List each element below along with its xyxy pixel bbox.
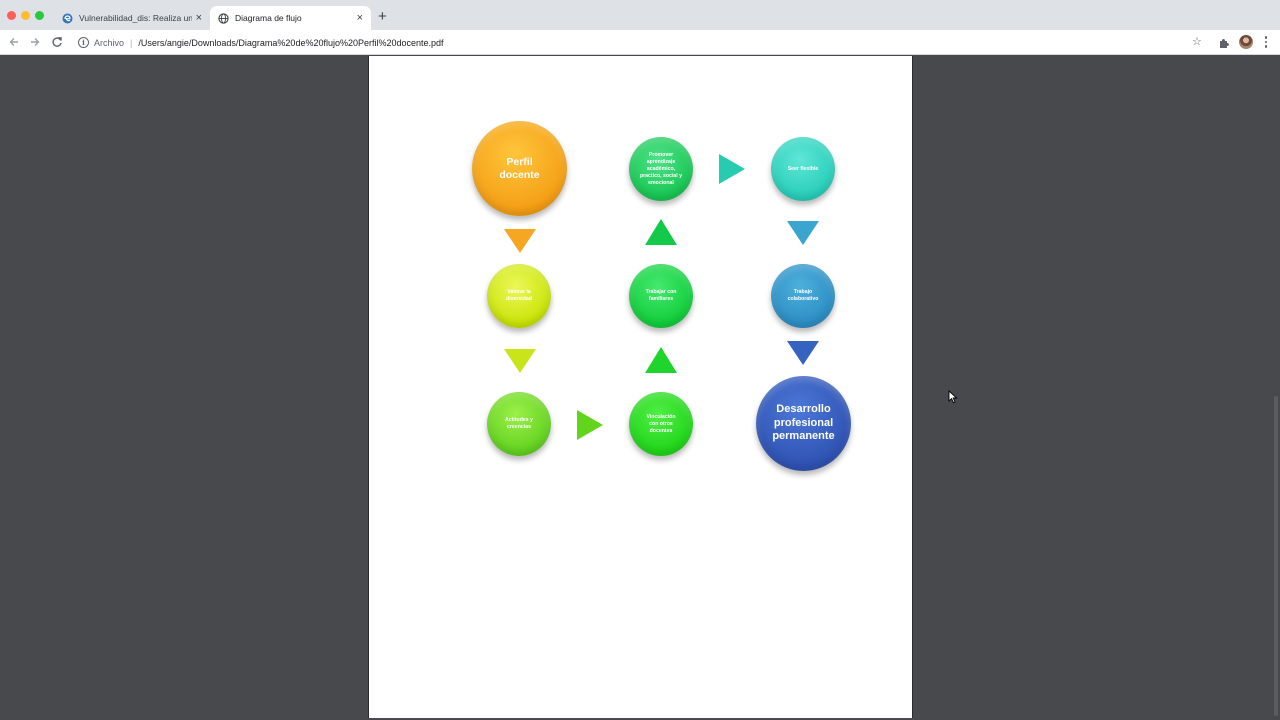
window-minimize-button[interactable] [21,11,30,20]
browser-toolbar: i Archivo | /Users/angie/Downloads/Diagr… [0,30,1280,55]
node-perfil-docente: Perfil docente [472,121,567,216]
window-maximize-button[interactable] [35,11,44,20]
node-label: Promover aprendizaje académico, practico… [639,151,683,186]
tab-close-icon[interactable]: × [356,11,363,24]
node-promover-aprendizaje: Promover aprendizaje académico, practico… [629,137,693,201]
arrow-up-icon [645,347,677,373]
arrow-right-icon [719,154,745,184]
bookmark-star-icon[interactable]: ☆ [1192,36,1202,48]
tab-title: Diagrama de flujo [235,13,302,23]
arrow-down-icon [504,229,536,253]
reload-icon[interactable] [50,35,64,49]
node-label: Seer flexible [787,165,819,172]
node-seer-flexible: Seer flexible [771,137,835,201]
mouse-cursor-icon [948,390,958,404]
tab-vulnerabilidad[interactable]: Vulnerabilidad_dis: Realiza un c × [54,6,210,30]
arrow-down-icon [787,221,819,245]
node-trabajar-familiares: Trabajar con familiares [629,264,693,328]
edge-e-icon [62,13,73,24]
arrow-right-icon [577,410,603,440]
menu-kebab-icon[interactable] [1264,35,1268,49]
node-label: Valorar la diversidad [506,289,532,302]
tab-diagrama-de-flujo[interactable]: Diagrama de flujo × [210,6,371,30]
address-bar[interactable]: i Archivo | /Users/angie/Downloads/Diagr… [72,33,1212,52]
node-label: Perfil docente [499,155,540,181]
node-trabajo-colaborativo: Trabajo colaborativo [771,264,835,328]
address-separator: | [130,37,133,48]
profile-avatar[interactable] [1239,35,1253,49]
viewer-scrollbar-thumb[interactable] [1274,396,1278,716]
node-desarrollo-profesional: Desarrollo profesional permanente [756,376,851,471]
tab-close-icon[interactable]: × [195,11,202,24]
new-tab-button[interactable]: + [378,8,387,25]
browser-title-bar: Vulnerabilidad_dis: Realiza un c × Diagr… [0,0,1280,30]
arrow-up-icon [645,219,677,245]
node-label: Desarrollo profesional permanente [772,403,835,443]
back-arrow-icon[interactable] [7,35,21,49]
viewer-scrollbar[interactable] [1272,56,1280,720]
info-icon[interactable]: i [78,37,89,48]
node-label: Actitudes y creencias [505,417,533,430]
address-scheme-label: Archivo [94,37,125,48]
node-label: Vinculación con otros docentes [646,413,676,434]
node-label: Trabajar con familiares [645,289,677,302]
pdf-page: Perfil docente Valorar la diversidad Act… [368,56,913,718]
globe-icon [218,12,229,24]
arrow-down-icon [504,349,536,373]
pdf-viewer: Perfil docente Valorar la diversidad Act… [0,56,1280,720]
arrow-down-icon [787,341,819,365]
extensions-puzzle-icon[interactable] [1218,36,1230,48]
node-valorar-diversidad: Valorar la diversidad [487,264,551,328]
forward-arrow-icon[interactable] [28,35,42,49]
address-url[interactable]: /Users/angie/Downloads/Diagrama%20de%20f… [138,37,444,48]
node-vinculacion-docentes: Vinculación con otros docentes [629,392,693,456]
window-close-button[interactable] [7,11,16,20]
node-label: Trabajo colaborativo [787,289,819,302]
tab-title: Vulnerabilidad_dis: Realiza un c [79,13,192,23]
node-actitudes-creencias: Actitudes y creencias [487,392,551,456]
